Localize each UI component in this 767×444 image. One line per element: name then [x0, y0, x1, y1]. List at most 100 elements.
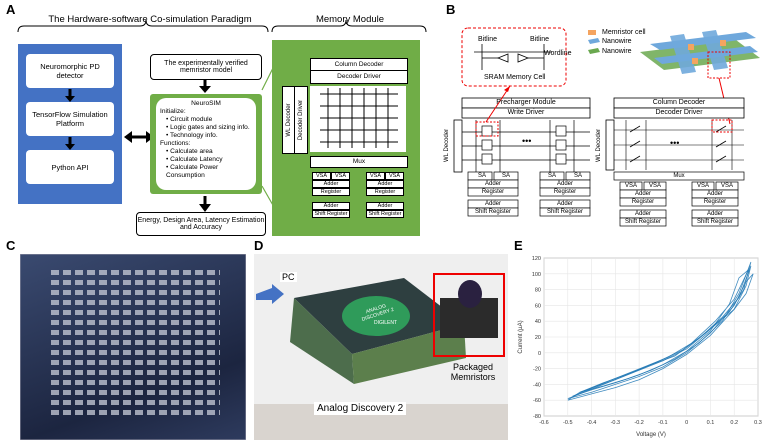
adder-b4: Adder: [556, 201, 573, 207]
x-tick-label: -0.6: [539, 420, 548, 426]
shift-register-b3: Shift Register: [624, 219, 661, 225]
x-tick-label: 0: [685, 420, 688, 426]
shift-register-b4: Shift Register: [696, 219, 733, 225]
panel-a-braces: [17, 19, 427, 33]
adder-b3: Adder: [484, 201, 501, 207]
y-tick-label: 60: [535, 303, 541, 309]
wl-decoder-b2-label: WL Decoder: [596, 128, 602, 162]
vsa-2: VSA: [331, 172, 350, 180]
x-tick-label: 0.3: [754, 420, 762, 426]
bitline-left-label: Bitline: [478, 36, 498, 43]
x-tick-label: -0.3: [611, 420, 620, 426]
column-decoder-b-label: Column Decoder: [652, 99, 706, 106]
neurosim-title: NeuroSIM: [191, 100, 221, 107]
init-item-logic: Logic gates and sizing info.: [170, 124, 250, 131]
register-b1: Register: [481, 189, 505, 195]
y-axis-label: Current (µA): [518, 320, 524, 353]
init-item-circuit: Circuit module: [170, 116, 213, 123]
iv-chart: -0.6 -0.5 -0.4 -0.3 -0.2 -0.1 0 0.1 0.2 0.3 -80 -60…: [518, 256, 762, 438]
crossbar-grid: [310, 86, 406, 152]
vsa-3: VSA: [366, 172, 385, 180]
x-tick-label: 0.2: [730, 420, 738, 426]
register-2: Register: [366, 188, 404, 196]
chip-pads: [20, 254, 246, 440]
y-tick-label: -80: [533, 414, 541, 420]
iv-curve-4: [579, 261, 752, 393]
adder-b1: Adder: [484, 181, 501, 187]
panel-label-b: B: [446, 2, 456, 17]
init-item-tech: Technology info.: [170, 132, 218, 139]
legend-nanowire-1: Nanowire: [602, 38, 632, 45]
write-driver-label: Write Driver: [507, 109, 545, 116]
device-brand: DIGILENT: [374, 320, 398, 326]
mem-col-right: VSA VSA Adder Register Adder Shift Regis…: [366, 172, 404, 218]
iv-curve-1: [567, 273, 754, 399]
iv-curve-2: [567, 265, 752, 401]
vsa-b2: VSA: [648, 183, 661, 189]
adder-b8: Adder: [706, 211, 723, 217]
adder-2: Adder: [366, 180, 404, 188]
panel-label-a: A: [6, 2, 16, 17]
y-tick-label: -60: [533, 398, 541, 404]
functions-label: Functions:: [160, 140, 191, 147]
legend-memristor: Memristor cell: [602, 29, 646, 36]
shift-register-1: Shift Register: [312, 210, 350, 218]
tensorflow-box: TensorFlow Simulation Platform: [26, 102, 114, 136]
sram-cell-label: SRAM Memory Cell: [484, 74, 546, 81]
mem-col-left: VSA VSA Adder Register Adder Shift Regis…: [312, 172, 350, 218]
x-tick-label: -0.2: [634, 420, 643, 426]
y-tick-label: -20: [533, 367, 541, 373]
y-tick-label: 80: [535, 288, 541, 294]
panel-b-schematic: [453, 27, 760, 227]
analog-discovery-photo: ANALOG DISCOVERY 2 DIGILENT PC Packaged …: [254, 254, 508, 440]
adder-1: Adder: [312, 180, 350, 188]
output-estimation-box: Energy, Design Area, Latency Estimation …: [136, 212, 266, 236]
register-1: Register: [312, 188, 350, 196]
dots-b-right: •••: [670, 138, 680, 148]
panel-label-c: C: [6, 238, 16, 253]
wordline-label: Wordline: [544, 50, 572, 57]
decoder-driver-box: Decoder Driver: [310, 70, 408, 84]
memristor-array-photo: [20, 254, 246, 440]
dots-b-left: •••: [522, 136, 532, 146]
x-tick-label: -0.4: [587, 420, 596, 426]
y-tick-label: 40: [535, 319, 541, 325]
shift-register-b1: Shift Register: [474, 209, 511, 215]
paradigm-title: The Hardware-software Co-simulation Para…: [48, 14, 252, 25]
y-tick-label: -40: [533, 382, 541, 388]
adder-b6: Adder: [706, 191, 723, 197]
adder-1b: Adder: [312, 202, 350, 210]
neurosim-content: NeuroSIM Initialize: • Circuit module • …: [156, 98, 256, 190]
adder-2b: Adder: [366, 202, 404, 210]
mux-b-label: Mux: [673, 173, 685, 179]
adder-b7: Adder: [634, 211, 651, 217]
pc-label: PC: [280, 272, 297, 282]
device-name-label: Analog Discovery 2: [314, 402, 407, 415]
func-item-power: Calculate Power Consumption: [166, 164, 219, 179]
panel-label-d: D: [254, 238, 264, 253]
x-tick-label: -0.1: [658, 420, 667, 426]
shift-register-b2: Shift Register: [546, 209, 583, 215]
y-tick-label: 0: [538, 351, 541, 357]
python-api-box: Python API: [26, 150, 114, 184]
memristor-model-box: The experimentally verified memristor mo…: [150, 54, 262, 80]
decoder-driver-v-label: Decoder Driver: [298, 99, 304, 141]
x-tick-label: 0.1: [707, 420, 715, 426]
memory-module-title: Memory Module: [315, 14, 385, 25]
vsa-b3: VSA: [696, 183, 709, 189]
mux-box: Mux: [310, 156, 408, 168]
vsa-4: VSA: [385, 172, 404, 180]
sa-3: SA: [547, 173, 556, 179]
device-drawing: [254, 273, 508, 440]
adder-b5: Adder: [634, 191, 651, 197]
vsa-b4: VSA: [720, 183, 733, 189]
vsa-b1: VSA: [624, 183, 637, 189]
x-tick-label: -0.5: [563, 420, 572, 426]
wl-decoder-label: WL Decoder: [286, 103, 292, 137]
func-item-area: Calculate area: [170, 148, 213, 155]
precharger-label: Precharger Module: [496, 99, 556, 106]
register-b2: Register: [553, 189, 577, 195]
sa-4: SA: [573, 173, 582, 179]
decoder-driver-v-box: Decoder Driver: [294, 86, 308, 154]
panel-label-e: E: [514, 238, 523, 253]
